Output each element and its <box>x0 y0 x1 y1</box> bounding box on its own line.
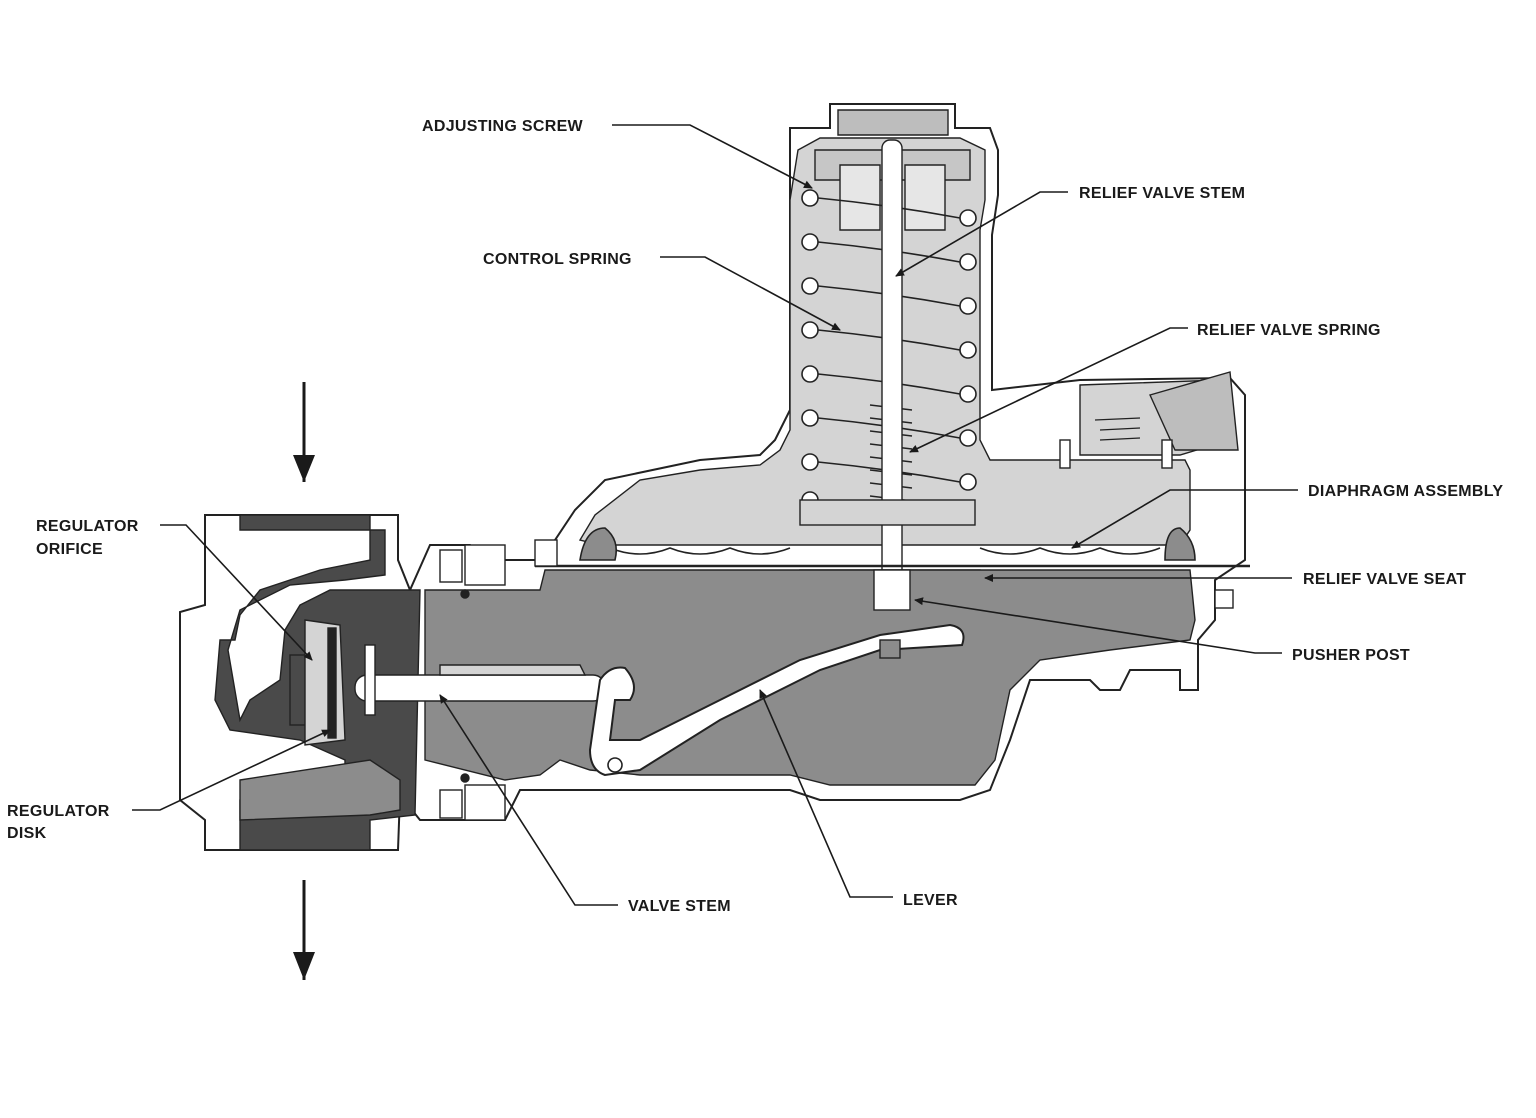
control-spring <box>801 189 977 509</box>
label-regulator-orifice-line2: ORIFICE <box>36 541 103 558</box>
label-regulator-orifice-line1: REGULATOR <box>36 518 139 535</box>
label-regulator-disk-line1: REGULATOR <box>7 803 110 820</box>
leader-lines <box>132 124 1298 906</box>
label-pusher-post: PUSHER POST <box>1292 647 1410 664</box>
lower-chamber <box>424 569 1196 786</box>
inlet-housing <box>214 514 421 851</box>
pusher-post <box>873 569 911 659</box>
label-control-spring: CONTROL SPRING <box>483 251 632 268</box>
label-valve-stem: VALVE STEM <box>628 898 731 915</box>
flow-arrows <box>293 382 315 980</box>
label-adjusting-screw: ADJUSTING SCREW <box>422 118 584 135</box>
label-lever: LEVER <box>903 892 958 909</box>
label-relief-valve-stem: RELIEF VALVE STEM <box>1079 185 1245 202</box>
vent-assembly <box>1059 371 1239 469</box>
valve-stem <box>354 644 606 716</box>
callout-labels: ADJUSTING SCREW RELIEF VALVE STEM CONTRO… <box>7 118 1503 915</box>
label-regulator-disk-line2: DISK <box>7 825 47 842</box>
fittings <box>439 539 1234 821</box>
label-relief-valve-spring: RELIEF VALVE SPRING <box>1197 322 1381 339</box>
label-diaphragm-assembly: DIAPHRAGM ASSEMBLY <box>1308 483 1503 500</box>
label-relief-valve-seat: RELIEF VALVE SEAT <box>1303 571 1466 588</box>
lever <box>588 623 965 777</box>
